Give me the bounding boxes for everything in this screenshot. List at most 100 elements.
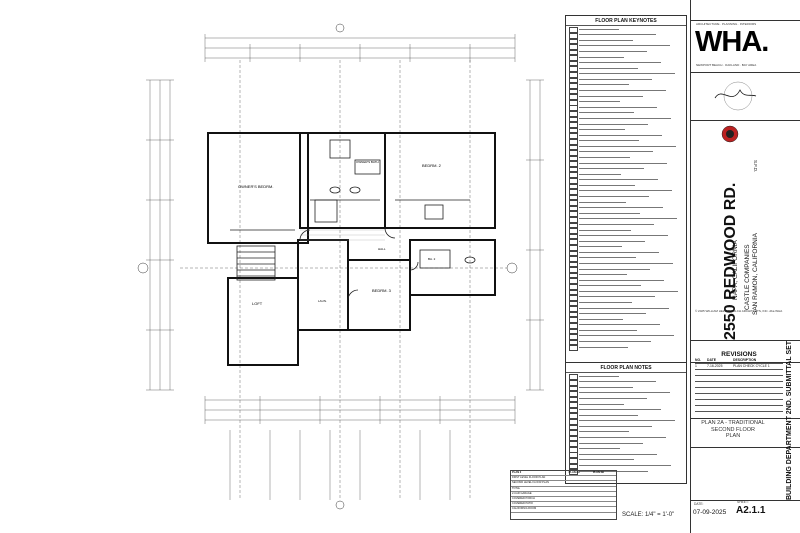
- note-line: [569, 379, 683, 386]
- note-text-line: [579, 156, 630, 158]
- note-line: [569, 161, 683, 167]
- drawing-scale: SCALE: 1/4" = 1'-0": [622, 512, 675, 518]
- note-text-line: [579, 257, 636, 259]
- note-number-box: [569, 161, 578, 167]
- note-line: [569, 32, 683, 39]
- firm-logo: WHA.: [695, 26, 769, 58]
- copyright-notice: © 2025 WILLIAM HEZMALHALCH ARCHITECTS, I…: [695, 309, 783, 313]
- note-number-box: [569, 435, 578, 442]
- note-number-box: [569, 458, 578, 464]
- note-text-line: [579, 112, 634, 114]
- note-text-line: [579, 290, 678, 292]
- note-text-line: [579, 324, 660, 326]
- floor-plan-drawing: OWNER'S BEDRM. OWNER'S BATH BEDRM. 2 BED…: [137, 23, 544, 510]
- note-line: [569, 228, 683, 234]
- firm-seal-icon: [721, 125, 739, 143]
- note-line: [569, 328, 683, 335]
- note-number-box: [569, 133, 578, 139]
- note-text-line: [579, 28, 619, 30]
- note-text-line: [579, 123, 648, 125]
- note-number-box: [569, 228, 578, 234]
- note-line: [569, 446, 683, 453]
- note-number-box: [569, 88, 578, 95]
- note-number-box: [569, 306, 578, 312]
- sheet-title: PLAN 2A - TRADITIONAL SECOND FLOOR PLAN: [698, 420, 768, 440]
- note-line: [569, 430, 683, 436]
- note-text-line: [579, 162, 667, 164]
- room-label-owners-bedrm: OWNER'S BEDRM.: [238, 184, 273, 189]
- note-number-box: [569, 430, 578, 436]
- note-number-box: [569, 72, 578, 78]
- note-number-box: [569, 105, 578, 112]
- note-text-line: [579, 45, 670, 47]
- note-text-line: [579, 262, 673, 264]
- note-text-line: [579, 117, 671, 119]
- note-number-box: [569, 407, 578, 414]
- note-text-line: [579, 431, 629, 433]
- note-line: [569, 122, 683, 128]
- note-text-line: [579, 459, 634, 461]
- note-line: [569, 111, 683, 117]
- rev-desc: PLAN CHECK CYCLE 1: [733, 364, 770, 368]
- note-number-box: [569, 144, 578, 151]
- note-text-line: [579, 279, 664, 281]
- rev-col-date: DATE: [707, 358, 716, 362]
- note-number-box: [569, 469, 578, 475]
- schedule-cell: COVERED PATIO: [512, 502, 533, 506]
- project-client-city: SAN RAMON, CALIFORNIA: [752, 233, 759, 315]
- room-label-bath2: BA. 2: [428, 257, 436, 261]
- note-text-line: [579, 425, 652, 427]
- note-text-line: [579, 84, 629, 86]
- note-text-line: [579, 67, 638, 69]
- note-text-line: [579, 313, 646, 315]
- rev-date: 7-16-2025: [707, 364, 723, 368]
- note-number-box: [569, 452, 578, 459]
- note-number-box: [569, 300, 578, 307]
- area-schedule-table: PLAN 2 PLAN 2A PLAN 2B FIRST LEVEL FLOOR…: [510, 470, 617, 520]
- note-text-line: [579, 240, 645, 242]
- keynotes-list: [566, 27, 686, 351]
- schedule-header-row: PLAN 2 PLAN 2A PLAN 2B: [511, 471, 616, 477]
- note-text-line: [579, 129, 625, 131]
- note-number-box: [569, 419, 578, 425]
- note-line: [569, 105, 683, 112]
- note-line: [569, 49, 683, 56]
- note-line: [569, 66, 683, 73]
- note-text-line: [579, 34, 656, 36]
- note-text-line: [579, 101, 620, 103]
- note-number-box: [569, 413, 578, 420]
- note-number-box: [569, 122, 578, 128]
- keynotes-title: FLOOR PLAN KEYNOTES: [566, 16, 686, 26]
- project-city: NAPA, CALIFORNIA: [732, 240, 739, 300]
- note-number-box: [569, 217, 578, 223]
- note-line: [569, 211, 683, 218]
- schedule-row: SECOND LEVEL FLOOR PLAN: [511, 481, 616, 487]
- firm-address: NEWPORT BEACH . OAKLAND . BAY AREA: [696, 63, 757, 67]
- note-text-line: [579, 196, 649, 198]
- note-number-box: [569, 402, 578, 408]
- note-line: [569, 44, 683, 50]
- note-line: [569, 155, 683, 162]
- note-number-box: [569, 289, 578, 296]
- schedule-row: FIRST LEVEL FLOOR PLAN: [511, 476, 616, 482]
- revisions-title: REVISIONS: [721, 351, 757, 358]
- note-text-line: [579, 235, 668, 237]
- note-line: [569, 72, 683, 78]
- architect-stamps: [714, 81, 757, 111]
- note-text-line: [579, 307, 669, 309]
- note-text-line: [579, 190, 672, 192]
- note-line: [569, 178, 683, 184]
- note-number-box: [569, 49, 578, 56]
- note-text-line: [579, 285, 641, 287]
- note-number-box: [569, 60, 578, 67]
- signature-icon: [714, 89, 757, 99]
- note-line: [569, 205, 683, 212]
- note-text-line: [579, 179, 658, 181]
- note-number-box: [569, 178, 578, 184]
- note-number-box: [569, 205, 578, 212]
- note-text-line: [579, 151, 653, 153]
- note-line: [569, 311, 683, 318]
- note-line: [569, 83, 683, 89]
- note-line: [569, 385, 683, 392]
- note-text-line: [579, 95, 643, 97]
